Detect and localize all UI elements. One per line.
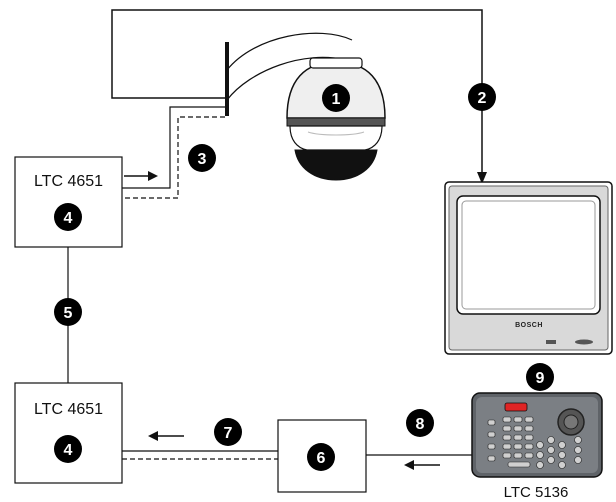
camera-to-monitor-wire <box>111 9 483 180</box>
badge-8-label: 8 <box>416 416 425 433</box>
badge-2-label: 2 <box>478 90 487 107</box>
keyboard-red-button <box>504 402 528 412</box>
keyboard-caption: LTC 5136 <box>504 484 569 501</box>
signal-arrow-right-head <box>148 171 158 181</box>
monitor: BOSCH <box>444 181 613 355</box>
ltc-box-bottom-label: LTC 4651 <box>34 401 103 418</box>
camera-arm-outer <box>226 32 353 71</box>
badge-3-label: 3 <box>198 151 207 168</box>
badge-6: 6 <box>307 443 335 471</box>
badge-7-label: 7 <box>224 425 233 442</box>
badge-2: 2 <box>468 83 496 111</box>
ltc-box-bottom <box>14 382 123 484</box>
badge-8: 8 <box>406 409 434 437</box>
ltc-box-top-label: LTC 4651 <box>34 173 103 190</box>
badge-4-bottom-label: 4 <box>64 442 73 459</box>
signal-arrow-left-lower-head <box>404 460 414 470</box>
badge-4-top-label: 4 <box>64 210 73 227</box>
badge-3: 3 <box>188 144 216 172</box>
keyboard <box>471 392 603 478</box>
badge-5-label: 5 <box>64 305 73 322</box>
control-cable-solid <box>122 106 225 189</box>
badge-4-bottom: 4 <box>54 435 82 463</box>
monitor-brand: BOSCH <box>515 322 543 329</box>
badge-7: 7 <box>214 418 242 446</box>
badge-1-label: 1 <box>332 91 341 108</box>
control-cable-dashed <box>122 116 225 199</box>
monitor-power-button <box>575 339 593 345</box>
dome-camera <box>286 57 386 181</box>
keyboard-keypad <box>487 416 582 469</box>
badge-6-label: 6 <box>317 450 326 467</box>
badge-1: 1 <box>322 84 350 112</box>
badge-5: 5 <box>54 298 82 326</box>
badge-9: 9 <box>526 363 554 391</box>
ltc-box-top <box>14 156 123 248</box>
monitor-indicator <box>546 340 556 344</box>
signal-arrow-left-upper-head <box>148 431 158 441</box>
badge-4-top: 4 <box>54 203 82 231</box>
monitor-input-arrowhead <box>477 172 487 184</box>
badge-9-label: 9 <box>536 370 545 387</box>
